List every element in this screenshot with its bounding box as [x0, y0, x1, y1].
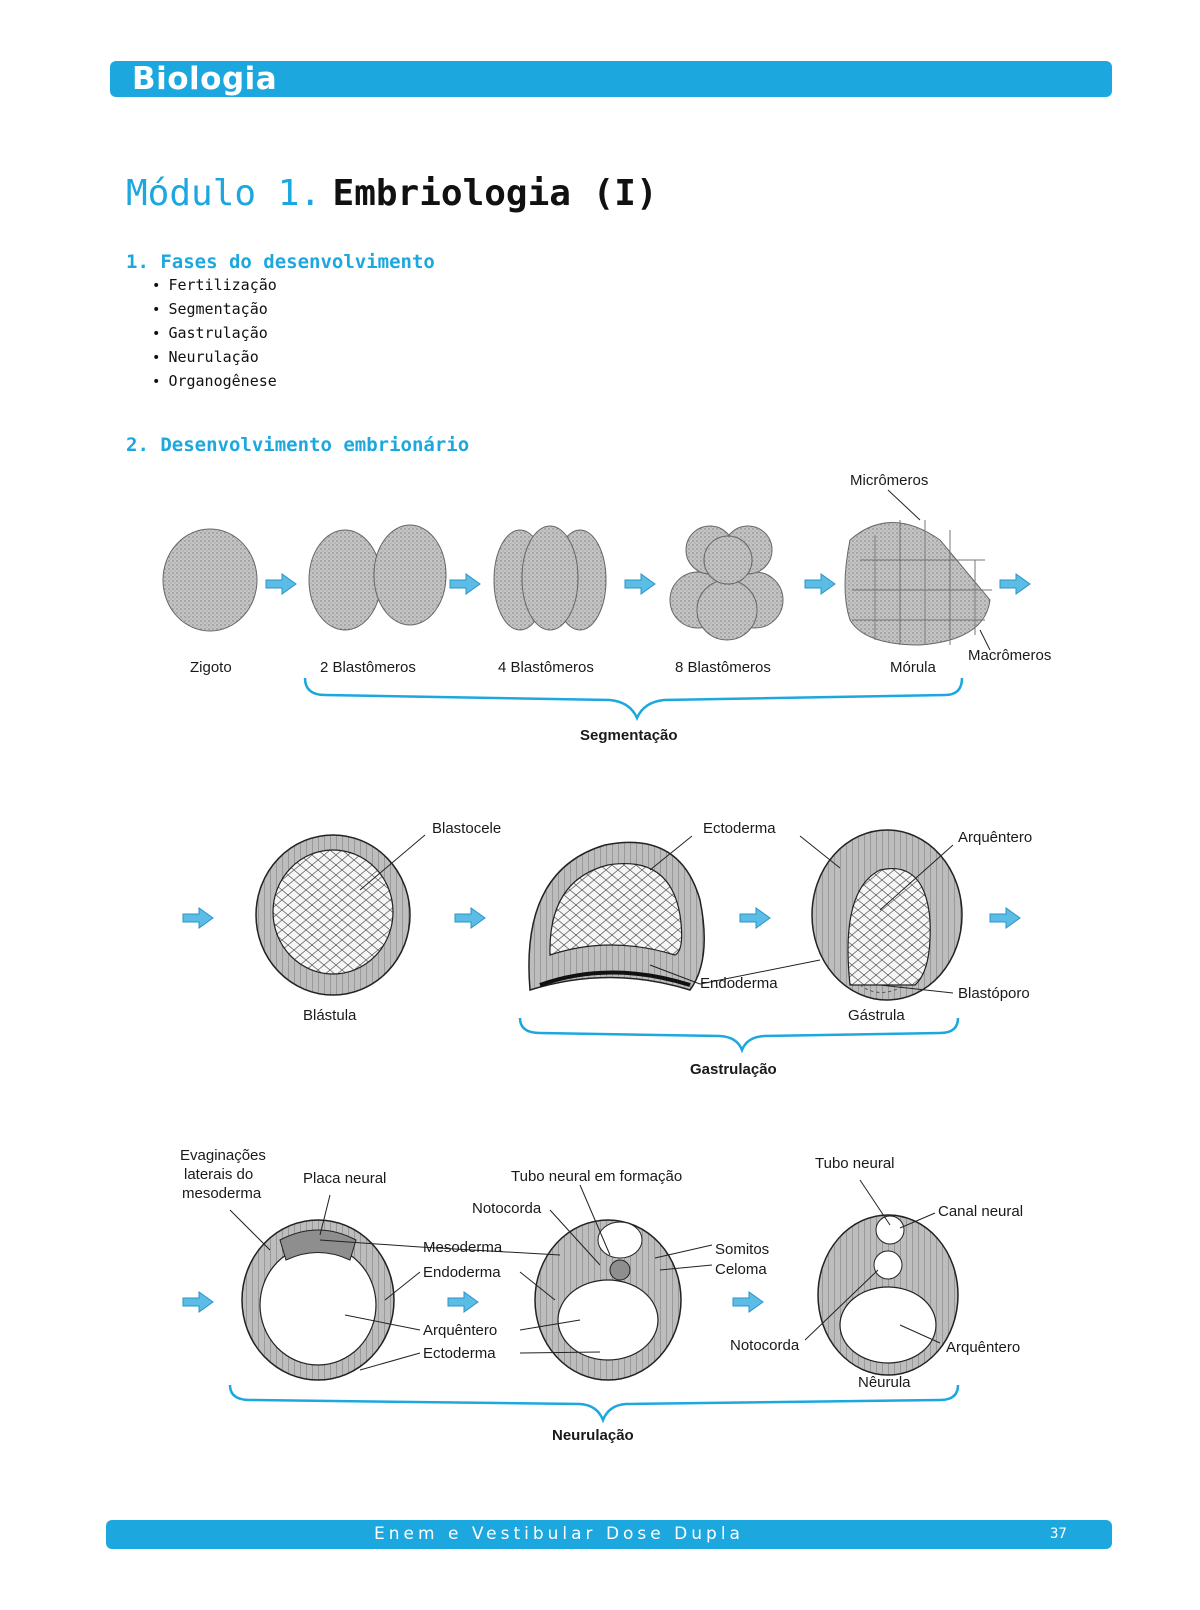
arrow-icon: [182, 1291, 214, 1313]
neurula: [817, 1214, 959, 1376]
neurulation-brace: [228, 1384, 960, 1424]
label-celoma: Celoma: [715, 1261, 767, 1278]
label-arquentero-2: Arquêntero: [946, 1339, 1020, 1356]
morula: [844, 520, 992, 646]
label-notocorda: Notocorda: [472, 1200, 542, 1217]
label-blastocele: Blastocele: [432, 820, 501, 837]
segmentation-brace: [303, 677, 964, 722]
gastrula: [811, 829, 963, 1001]
label-somitos: Somitos: [715, 1241, 769, 1258]
label-notocorda-2: Notocorda: [730, 1337, 800, 1354]
list-item: Gastrulação: [152, 322, 277, 346]
label-canal-neural: Canal neural: [938, 1203, 1023, 1220]
list-item: Segmentação: [152, 298, 277, 322]
subject-title: Biologia: [132, 61, 278, 97]
label-placa-neural: Placa neural: [303, 1170, 386, 1187]
blastula: [255, 834, 411, 996]
label-evaginacoes-1: Evaginações: [180, 1147, 266, 1164]
label-evaginacoes-3: mesoderma: [182, 1185, 262, 1202]
two-blastomeres: [308, 524, 447, 631]
footer-bar: [106, 1520, 1112, 1549]
label-ectoderma: Ectoderma: [423, 1345, 496, 1362]
label-2-blastomeros: 2 Blastômeros: [320, 659, 416, 676]
module-title: Módulo 1. Embriologia (I): [126, 173, 658, 214]
label-tubo-neural-formacao: Tubo neural em formação: [511, 1168, 682, 1185]
label-gastrula: Gástrula: [848, 1007, 905, 1024]
four-blastomeres: [493, 525, 607, 631]
label-arquentero: Arquêntero: [423, 1322, 497, 1339]
label-mesoderma: Mesoderma: [423, 1239, 503, 1256]
label-ectoderma: Ectoderma: [703, 820, 776, 837]
neural-tube-forming-embryo: [534, 1219, 682, 1381]
label-tubo-neural: Tubo neural: [815, 1155, 895, 1172]
neural-plate-embryo: [241, 1219, 395, 1381]
arrow-icon: [999, 573, 1031, 595]
label-evaginacoes-2: laterais do: [184, 1166, 253, 1183]
eight-blastomeres: [669, 525, 784, 641]
arrow-icon: [804, 573, 836, 595]
gastrulation-brace-label: Gastrulação: [690, 1061, 777, 1078]
arrow-icon: [265, 573, 297, 595]
header-bar: [110, 61, 1112, 97]
label-micromeros: Micrômeros: [850, 472, 928, 489]
module-name: Embriologia (I): [332, 173, 658, 214]
label-neurula: Nêurula: [858, 1374, 911, 1391]
zygote: [162, 528, 258, 632]
arrow-icon: [739, 907, 771, 929]
gastrulation-brace: [518, 1017, 960, 1054]
arrow-icon: [624, 573, 656, 595]
phase-list: Fertilização Segmentação Gastrulação Neu…: [152, 274, 277, 394]
early-gastrula: [528, 841, 705, 991]
label-endoderma: Endoderma: [700, 975, 778, 992]
list-item: Neurulação: [152, 346, 277, 370]
label-arquentero: Arquêntero: [958, 829, 1032, 846]
label-endoderma: Endoderma: [423, 1264, 501, 1281]
section-1-title: 1. Fases do desenvolvimento: [126, 251, 435, 273]
arrow-icon: [732, 1291, 764, 1313]
arrow-icon: [454, 907, 486, 929]
list-item: Fertilização: [152, 274, 276, 298]
label-blastoporo: Blastóporo: [958, 985, 1030, 1002]
label-zigoto: Zigoto: [190, 659, 232, 676]
label-macromeros: Macrômeros: [968, 647, 1051, 664]
label-8-blastomeros: 8 Blastômeros: [675, 659, 771, 676]
module-number: Módulo 1.: [126, 173, 322, 214]
footer-text: Enem e Vestibular Dose Dupla: [374, 1524, 744, 1544]
label-4-blastomeros: 4 Blastômeros: [498, 659, 594, 676]
label-morula: Mórula: [890, 659, 937, 676]
arrow-icon: [449, 573, 481, 595]
list-item: Organogênese: [152, 370, 276, 394]
arrow-icon: [182, 907, 214, 929]
arrow-icon: [989, 907, 1021, 929]
page-number: 37: [1050, 1526, 1067, 1542]
section-2-title: 2. Desenvolvimento embrionário: [126, 434, 470, 456]
label-blastula: Blástula: [303, 1007, 357, 1024]
neurulation-brace-label: Neurulação: [552, 1427, 634, 1444]
arrow-icon: [447, 1291, 479, 1313]
segmentation-brace-label: Segmentação: [580, 727, 678, 744]
